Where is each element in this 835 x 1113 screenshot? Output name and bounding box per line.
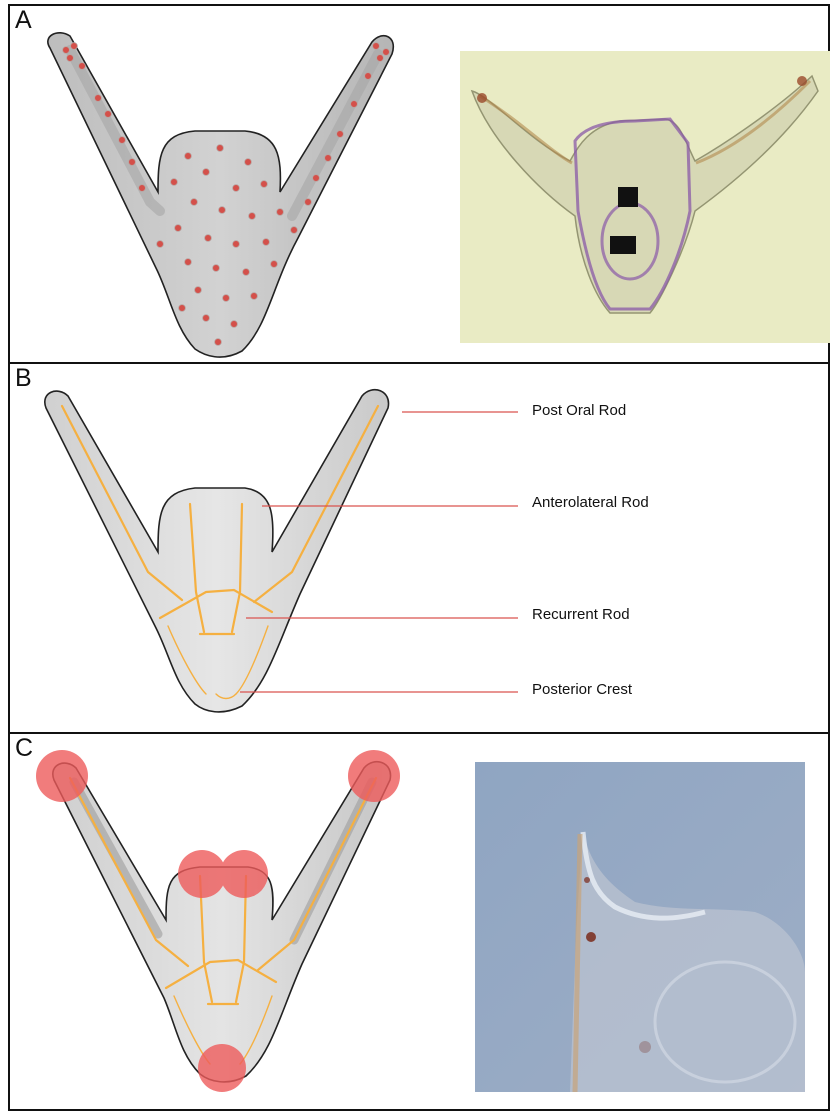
cell-dot (233, 241, 240, 248)
label-anterolateral-rod: Anterolateral Rod (532, 494, 649, 511)
cell-dot (305, 199, 312, 206)
cell-dot (139, 185, 146, 192)
larva-body-outline (53, 762, 391, 1082)
cell-dot (185, 259, 192, 266)
cell-dot (373, 43, 380, 50)
cell-dot (245, 159, 252, 166)
cell-dot (175, 225, 182, 232)
cell-dot (249, 213, 256, 220)
cell-dot (217, 145, 224, 152)
cell-dot (215, 339, 222, 346)
cell-dot (325, 155, 332, 162)
larva-body-outline (45, 390, 389, 712)
growth-spot-right-arm-tip (348, 750, 400, 802)
cell-dot (157, 241, 164, 248)
larva-skeleton-diagram (10, 364, 530, 734)
growth-spot-left-arm-tip (36, 750, 88, 802)
cell-dot (291, 227, 298, 234)
redaction-box (618, 187, 638, 207)
cell-dot (377, 55, 384, 62)
larva-micrograph-a (460, 51, 830, 343)
cell-dot (365, 73, 372, 80)
redaction-box (610, 236, 636, 254)
cell-dot (95, 95, 102, 102)
cell-dot (63, 47, 70, 54)
cell-dot (195, 287, 202, 294)
cell-dot (383, 49, 390, 56)
cell-dot (79, 63, 86, 70)
panel-a: A (8, 4, 830, 362)
larva-body-outline (48, 33, 393, 357)
cell-dot (67, 55, 74, 62)
cell-dot (261, 181, 268, 188)
cell-dot (179, 305, 186, 312)
cell-dot (313, 175, 320, 182)
cell-dot (119, 137, 126, 144)
cell-dot (185, 153, 192, 160)
cell-dot (233, 185, 240, 192)
label-posterior-crest: Posterior Crest (532, 681, 632, 698)
panel-b: B Post Oral Rod Anter (8, 362, 830, 732)
growth-spot-anterolateral-left (178, 850, 226, 898)
cell-dot (277, 209, 284, 216)
panel-c: C (8, 732, 830, 1111)
cell-dot (105, 111, 112, 118)
label-recurrent-rod: Recurrent Rod (532, 606, 630, 623)
cell-dot (203, 315, 210, 322)
growth-spot-posterior (198, 1044, 246, 1092)
cell-dot (205, 235, 212, 242)
cell-dot (223, 295, 230, 302)
cell-dot (231, 321, 238, 328)
cell-dot (271, 261, 278, 268)
cell-dot (251, 293, 258, 300)
cell-dot (213, 265, 220, 272)
cell-dot (219, 207, 226, 214)
cell-dot (263, 239, 270, 246)
cell-dot (191, 199, 198, 206)
cell-dot (243, 269, 250, 276)
cell-dot (203, 169, 210, 176)
growth-spot-anterolateral-right (220, 850, 268, 898)
cell-dot (171, 179, 178, 186)
cell-dot (337, 131, 344, 138)
cell-dot (129, 159, 136, 166)
label-post-oral-rod: Post Oral Rod (532, 402, 626, 419)
larva-cell-diagram (10, 6, 450, 364)
spicule-micrograph-c (475, 762, 805, 1092)
larva-growth-diagram (10, 734, 450, 1113)
cell-dot (351, 101, 358, 108)
cell-dot (71, 43, 78, 50)
